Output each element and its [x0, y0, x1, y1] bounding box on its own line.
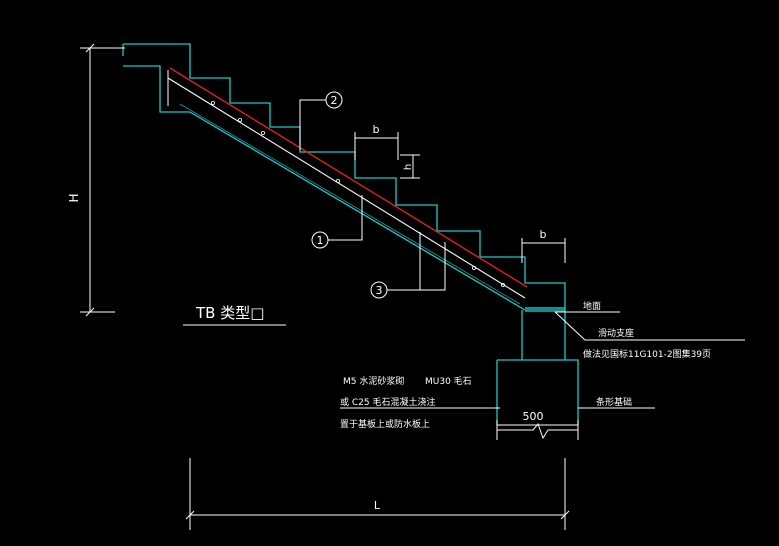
reference-note: 做法见国标11G101-2图集39页 [583, 348, 711, 360]
strip-foundation [496, 359, 579, 425]
drawing-title: TB 类型□ [195, 304, 264, 322]
leader-lines [299, 99, 745, 409]
sliding-support-label: 滑动支座 [598, 327, 634, 339]
foundation-pier [521, 310, 566, 360]
height-dimension-line [80, 43, 125, 317]
leader-support [554, 311, 745, 341]
tread-label-upper: b [373, 123, 380, 136]
length-dimension-line [185, 458, 570, 530]
height-label: H [67, 193, 81, 202]
concrete-note: 或 C25 毛石混凝土浇注 [340, 396, 435, 408]
foundation-label: 条形基础 [596, 396, 632, 408]
foundation-width-label: 500 [523, 410, 544, 423]
slab-top-rebar [169, 67, 528, 288]
leader-rebar-3 [387, 232, 446, 291]
callouts: 2 1 3 [311, 91, 388, 299]
dimension-lines [80, 43, 579, 530]
stone-note: MU30 毛石 [425, 375, 472, 387]
ground-label: 地面 [583, 300, 601, 312]
length-label: L [374, 499, 381, 512]
mortar-note: M5 水泥砂浆砌 [343, 375, 404, 387]
dimension-text: H L b h b 500 [67, 123, 547, 512]
stair-outline [122, 43, 579, 425]
leader-rebar-1 [328, 195, 363, 241]
slab-bottom-rebar [167, 77, 526, 299]
slab-underside-inner [179, 103, 521, 305]
callout-1: 1 [317, 234, 324, 247]
foundation-dim [496, 420, 579, 440]
leader-rebar-2 [299, 99, 326, 150]
tread-dim-upper [354, 132, 399, 160]
rebar-dots [210, 101, 505, 287]
callout-3: 3 [376, 284, 383, 297]
notes: 地面 滑动支座 做法见国标11G101-2图集39页 M5 水泥砂浆砌 MU30… [340, 300, 711, 430]
tread-label-lower: b [540, 228, 547, 241]
riser-label: h [403, 164, 414, 170]
tread-dim-lower [521, 238, 566, 263]
stair-top-landing [122, 44, 190, 113]
riser-dim [400, 154, 420, 179]
slab-rebar [167, 67, 565, 312]
stair-steps-profile [123, 43, 566, 310]
callout-2: 2 [331, 94, 338, 107]
placement-note: 置于基板上或防水板上 [340, 418, 430, 430]
sliding-support-pad [525, 307, 565, 312]
slab-underside [189, 111, 526, 311]
